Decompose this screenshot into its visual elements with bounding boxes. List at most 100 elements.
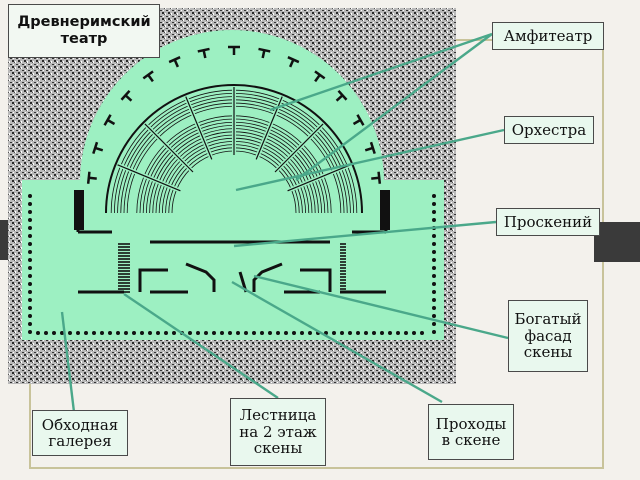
column-dot xyxy=(432,266,436,270)
column-dot xyxy=(28,282,32,286)
column-dot xyxy=(212,331,216,335)
column-dot xyxy=(28,258,32,262)
buttress-stem xyxy=(202,49,207,59)
column-dot xyxy=(412,331,416,335)
column-dot xyxy=(252,331,256,335)
column-dot xyxy=(432,242,436,246)
column-dot xyxy=(28,242,32,246)
gallery-columns xyxy=(28,194,436,335)
buttress-stem xyxy=(314,74,321,83)
label-facade: Богатый фасад скены xyxy=(508,300,588,372)
column-dot xyxy=(432,258,436,262)
column-dot xyxy=(28,250,32,254)
column-dot xyxy=(432,322,436,326)
column-dot xyxy=(432,306,436,310)
buttress-cap xyxy=(287,56,300,64)
buttress-stem xyxy=(371,176,380,180)
column-dot xyxy=(432,194,436,198)
wall-block-right xyxy=(380,190,390,230)
column-dot xyxy=(92,331,96,335)
aisle-edge xyxy=(144,123,194,173)
label-passages: Проходы в скене xyxy=(428,404,514,460)
label-stairs: Лестница на 2 этаж скены xyxy=(230,398,326,466)
column-dot xyxy=(396,331,400,335)
label-gallery: Обходная галерея xyxy=(32,410,128,456)
column-dot xyxy=(84,331,88,335)
column-dot xyxy=(260,331,264,335)
column-dot xyxy=(432,234,436,238)
column-dot xyxy=(28,226,32,230)
column-dot xyxy=(68,331,72,335)
column-dot xyxy=(148,331,152,335)
column-dot xyxy=(340,331,344,335)
column-dot xyxy=(300,331,304,335)
pointer-arrows xyxy=(60,32,509,413)
buttress-stem xyxy=(124,94,133,102)
column-dot xyxy=(432,314,436,318)
column-dot xyxy=(164,331,168,335)
column-dot xyxy=(124,331,128,335)
column-dot xyxy=(76,331,80,335)
label-amphitheatre: Амфитеатр xyxy=(492,22,604,50)
column-dot xyxy=(268,331,272,335)
column-dot xyxy=(432,298,436,302)
column-dot xyxy=(116,331,120,335)
orchestra-area xyxy=(180,159,288,213)
column-dot xyxy=(228,331,232,335)
label-orchestra: Орхестра xyxy=(504,116,594,144)
column-dot xyxy=(52,331,56,335)
column-dot xyxy=(28,210,32,214)
column-dot xyxy=(388,331,392,335)
column-dot xyxy=(284,331,288,335)
buttress-stem xyxy=(88,176,97,180)
column-dot xyxy=(172,331,176,335)
aisle-edge xyxy=(287,164,351,192)
column-dot xyxy=(100,331,104,335)
buttress-stem xyxy=(288,59,295,68)
column-dot xyxy=(28,234,32,238)
column-dot xyxy=(420,331,424,335)
column-dot xyxy=(380,331,384,335)
column-dot xyxy=(132,331,136,335)
column-dot xyxy=(28,330,32,334)
column-dot xyxy=(36,331,40,335)
column-dot xyxy=(28,306,32,310)
buttress-stem xyxy=(94,146,104,152)
outer-buttresses xyxy=(86,45,382,184)
column-dot xyxy=(28,314,32,318)
label-proscenium: Проскений xyxy=(496,208,600,236)
buttress-stem xyxy=(352,118,362,126)
column-dot xyxy=(28,274,32,278)
buttress-cap xyxy=(168,56,181,64)
buttress-stem xyxy=(335,94,344,102)
buttress-stem xyxy=(364,146,374,152)
column-dot xyxy=(60,331,64,335)
cavea-inner-wall xyxy=(105,84,363,214)
column-dot xyxy=(196,331,200,335)
column-dot xyxy=(28,266,32,270)
aisle-edge xyxy=(274,123,324,173)
aisle-edge xyxy=(185,96,213,160)
column-dot xyxy=(156,331,160,335)
column-dot xyxy=(292,331,296,335)
column-dot xyxy=(432,218,436,222)
column-dot xyxy=(332,331,336,335)
buttress-stem xyxy=(173,59,180,68)
column-dot xyxy=(432,202,436,206)
column-dot xyxy=(432,282,436,286)
column-dot xyxy=(308,331,312,335)
column-dot xyxy=(244,331,248,335)
column-dot xyxy=(348,331,352,335)
column-dot xyxy=(372,331,376,335)
column-dot xyxy=(28,194,32,198)
column-dot xyxy=(28,202,32,206)
column-dot xyxy=(432,330,436,334)
buttress-cap xyxy=(314,70,326,80)
buttress-stem xyxy=(261,49,266,59)
column-dot xyxy=(236,331,240,335)
column-dot xyxy=(432,274,436,278)
aisle-edge xyxy=(117,164,181,192)
side-tab-right xyxy=(594,222,640,262)
column-dot xyxy=(28,298,32,302)
